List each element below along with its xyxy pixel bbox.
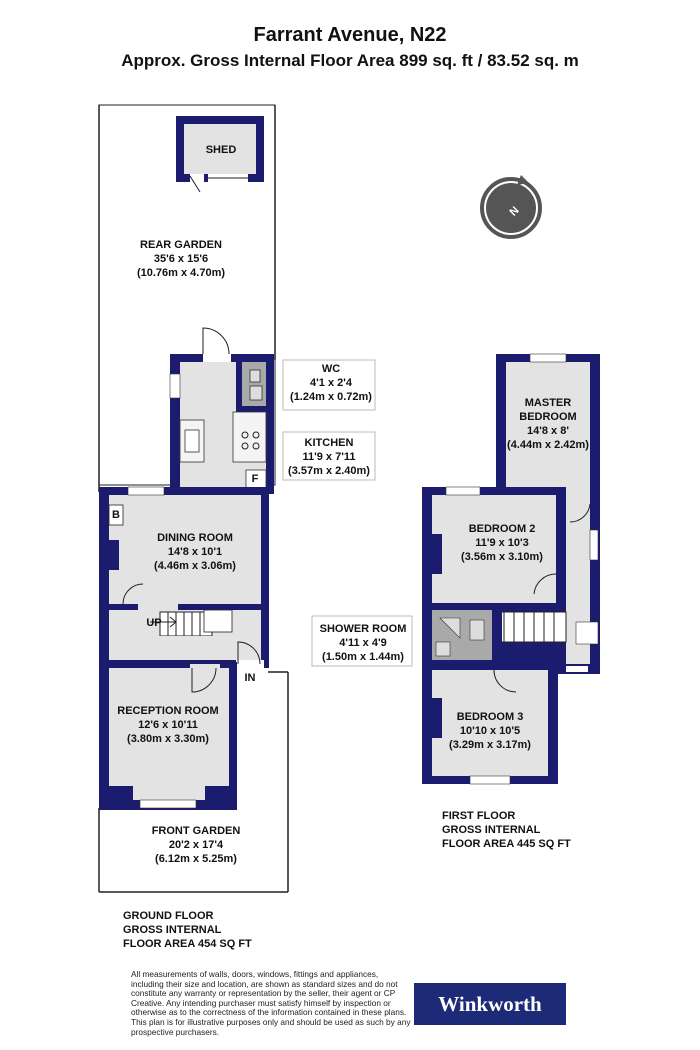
bedroom2-size-metric: (3.56m x 3.10m) <box>461 551 543 563</box>
leader-lines <box>282 359 413 667</box>
front-garden-outline <box>98 671 289 893</box>
dining-room-size-imperial: 14'8 x 10'1 <box>168 546 222 558</box>
bedroom3-label: BEDROOM 3 <box>457 711 524 723</box>
ground-floor-note-line3: FLOOR AREA 454 SQ FT <box>123 938 252 950</box>
front-garden-size-imperial: 20'2 x 17'4 <box>169 839 224 851</box>
wc-size-metric: (1.24m x 0.72m) <box>290 391 372 403</box>
dining-room-label: DINING ROOM <box>157 532 233 544</box>
dining-room-size-metric: (4.46m x 3.06m) <box>154 560 236 572</box>
front-garden-size-metric: (6.12m x 5.25m) <box>155 853 237 865</box>
first-floor-note-line3: FLOOR AREA 445 SQ FT <box>442 838 571 850</box>
ground-floor-note-line1: GROUND FLOOR <box>123 910 213 922</box>
brand-name: Winkworth <box>438 991 542 1016</box>
ground-floor-note-line2: GROSS INTERNAL <box>123 924 222 936</box>
shower-room-size-metric: (1.50m x 1.44m) <box>322 651 404 663</box>
kitchen-label: KITCHEN <box>305 437 354 449</box>
kitchen-size-metric: (3.57m x 2.40m) <box>288 465 370 477</box>
disclaimer-text: All measurements of walls, doors, window… <box>131 969 411 1037</box>
bedroom3-size-imperial: 10'10 x 10'5 <box>460 725 520 737</box>
master-bedroom-label-line2: BEDROOM <box>519 411 576 423</box>
kitchen-wc-block <box>169 327 274 494</box>
bedroom3-size-metric: (3.29m x 3.17m) <box>449 739 531 751</box>
kitchen-size-imperial: 11'9 x 7'11 <box>303 451 356 463</box>
wc-size-imperial: 4'1 x 2'4 <box>310 377 353 389</box>
first-floor-note-line1: FIRST FLOOR <box>442 810 515 822</box>
wc-label: WC <box>322 363 340 375</box>
first-floor <box>422 353 600 785</box>
shower-room-size-imperial: 4'11 x 4'9 <box>339 637 386 649</box>
stairs-up-marker: UP <box>146 617 161 629</box>
front-garden-label: FRONT GARDEN <box>152 825 241 837</box>
rear-garden-size-imperial: 35'6 x 15'6 <box>154 253 208 265</box>
rear-garden-label: REAR GARDEN <box>140 239 222 251</box>
reception-room-label: RECEPTION ROOM <box>117 705 218 717</box>
fridge-marker: F <box>252 473 259 485</box>
reception-room-size-imperial: 12'6 x 10'11 <box>138 719 198 731</box>
shower-room-label: SHOWER ROOM <box>320 623 407 635</box>
reception-room-block <box>99 662 237 810</box>
shed <box>176 116 264 193</box>
bedroom2-size-imperial: 11'9 x 10'3 <box>475 537 529 549</box>
rear-garden-size-metric: (10.76m x 4.70m) <box>137 267 225 279</box>
plan-header: Farrant Avenue, N22 Approx. Gross Intern… <box>0 22 700 74</box>
bedroom2-label: BEDROOM 2 <box>469 523 536 535</box>
shed-label: SHED <box>206 144 237 156</box>
north-compass: N <box>480 175 542 239</box>
master-bedroom-size-imperial: 14'8 x 8' <box>527 425 569 437</box>
entrance-marker: IN <box>245 672 256 684</box>
master-bedroom-size-metric: (4.44m x 2.42m) <box>507 439 589 451</box>
master-bedroom-label-line1: MASTER <box>525 397 572 409</box>
property-title: Farrant Avenue, N22 <box>253 24 447 46</box>
boiler-marker: B <box>112 509 120 521</box>
ground-floor-main <box>99 486 269 668</box>
floor-area-subtitle: Approx. Gross Internal Floor Area 899 sq… <box>121 51 579 70</box>
winkworth-logo: Winkworth <box>414 983 566 1025</box>
first-floor-note-line2: GROSS INTERNAL <box>442 824 541 836</box>
reception-room-size-metric: (3.80m x 3.30m) <box>127 733 209 745</box>
